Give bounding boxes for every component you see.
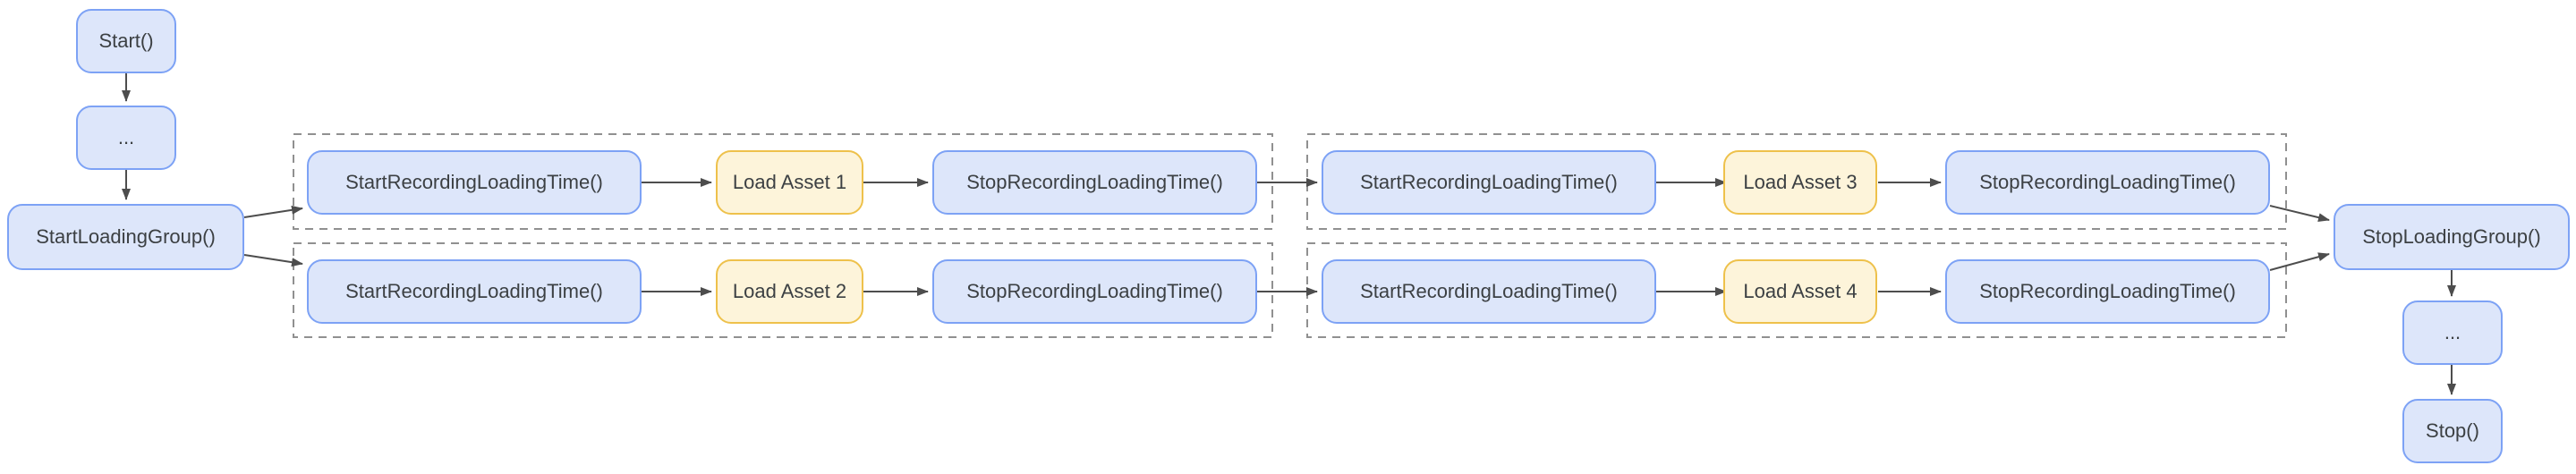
group2-row1-frame [1306, 133, 2287, 230]
node-g2r2-stop-recording: StopRecordingLoadingTime() [1945, 259, 2270, 324]
node-g1r2-load-asset-2: Load Asset 2 [716, 259, 863, 324]
group2-row2-frame [1306, 242, 2287, 338]
node-start-loading-group: StartLoadingGroup() [7, 204, 244, 270]
edge-start-loading-group-to-row1 [243, 205, 303, 218]
node-g1r1-stop-recording: StopRecordingLoadingTime() [932, 150, 1257, 215]
node-g1r2-stop-recording: StopRecordingLoadingTime() [932, 259, 1257, 324]
node-start: Start() [76, 9, 176, 73]
group1-row1-frame [293, 133, 1273, 230]
node-stop-loading-group: StopLoadingGroup() [2334, 204, 2570, 270]
edge-row1-to-stop-loading-group [2269, 205, 2330, 223]
node-g1r1-start-recording: StartRecordingLoadingTime() [307, 150, 642, 215]
node-g2r2-load-asset-4: Load Asset 4 [1723, 259, 1877, 324]
node-g2r1-start-recording: StartRecordingLoadingTime() [1322, 150, 1656, 215]
node-stop: Stop() [2402, 399, 2503, 463]
group1-row2-frame [293, 242, 1273, 338]
node-g1r1-load-asset-1: Load Asset 1 [716, 150, 863, 215]
node-g2r1-stop-recording: StopRecordingLoadingTime() [1945, 150, 2270, 215]
node-g1r2-start-recording: StartRecordingLoadingTime() [307, 259, 642, 324]
node-ellipsis-left: ... [76, 106, 176, 170]
edge-start-loading-group-to-row2 [243, 254, 303, 267]
node-ellipsis-right: ... [2402, 300, 2503, 365]
node-g2r1-load-asset-3: Load Asset 3 [1723, 150, 1877, 215]
node-g2r2-start-recording: StartRecordingLoadingTime() [1322, 259, 1656, 324]
edge-row2-to-stop-loading-group [2269, 252, 2330, 271]
